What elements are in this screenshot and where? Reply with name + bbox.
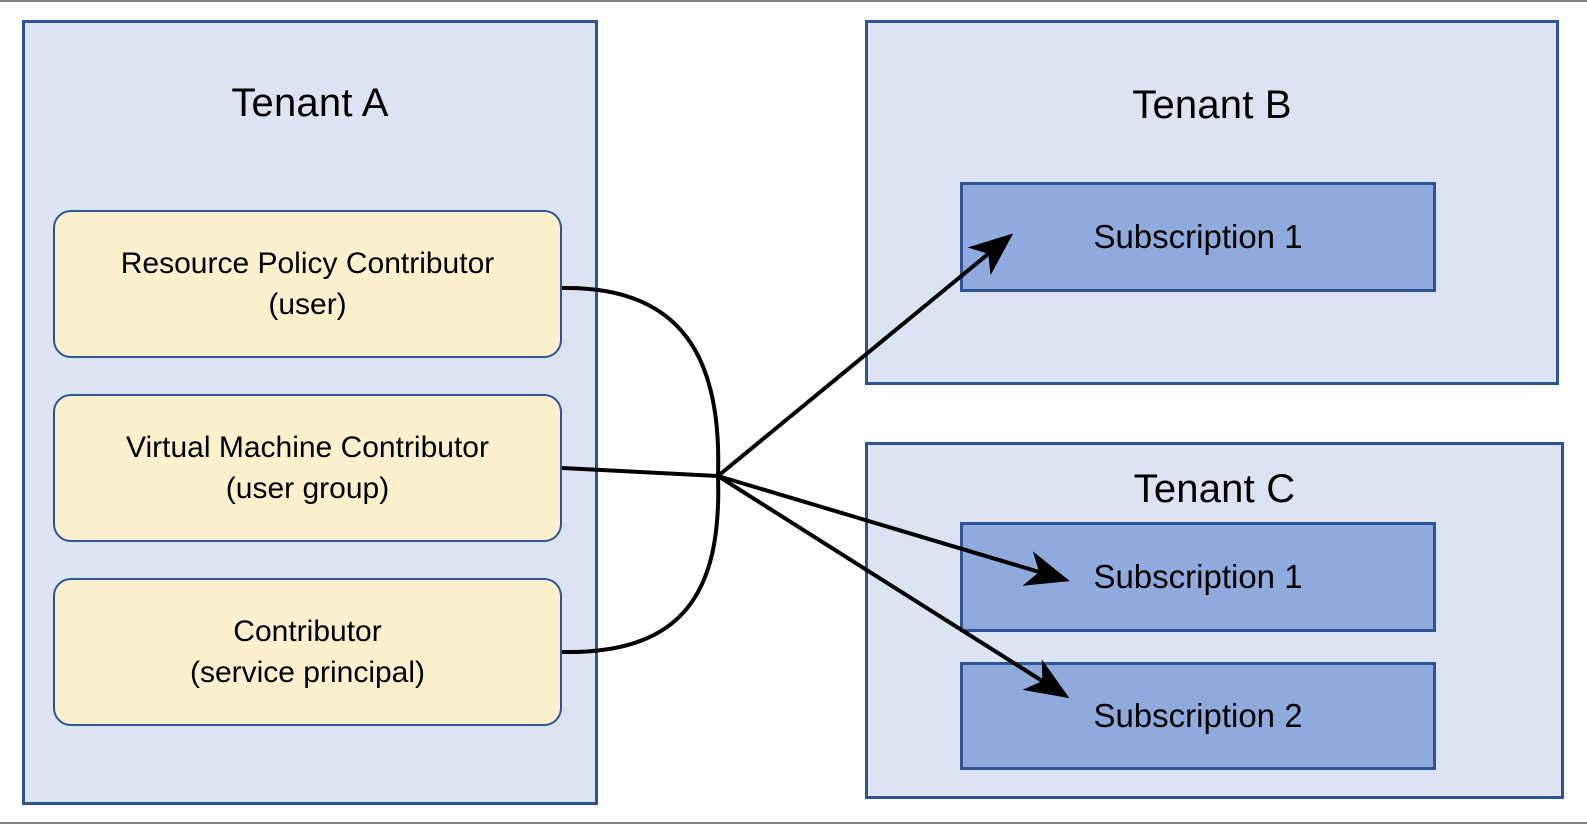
role-box-resource-policy-contributor[interactable]: Resource Policy Contributor (user) bbox=[53, 210, 562, 358]
role-name: Contributor bbox=[233, 614, 382, 648]
tenant-c-title: Tenant C bbox=[1133, 467, 1296, 511]
role-principal-type: (user group) bbox=[225, 472, 390, 505]
role-principal-type: (service principal) bbox=[189, 656, 426, 689]
role-name: Virtual Machine Contributor bbox=[126, 430, 489, 464]
subscription-box-tenant-c-subscription-2[interactable]: Subscription 2 bbox=[960, 662, 1436, 770]
role-principal-type: (user) bbox=[268, 288, 347, 321]
role-box-contributor[interactable]: Contributor (service principal) bbox=[53, 578, 562, 726]
subscription-box-tenant-c-subscription-1[interactable]: Subscription 1 bbox=[960, 522, 1436, 632]
subscription-box-tenant-b-subscription-1[interactable]: Subscription 1 bbox=[960, 182, 1436, 292]
subscription-label: Subscription 1 bbox=[1093, 218, 1303, 256]
role-name: Resource Policy Contributor bbox=[120, 246, 495, 280]
role-box-virtual-machine-contributor[interactable]: Virtual Machine Contributor (user group) bbox=[53, 394, 562, 542]
tenant-a-title: Tenant A bbox=[231, 81, 389, 125]
subscription-label: Subscription 2 bbox=[1093, 697, 1303, 735]
tenant-b-title: Tenant B bbox=[1132, 83, 1292, 127]
subscription-label: Subscription 1 bbox=[1093, 558, 1303, 596]
